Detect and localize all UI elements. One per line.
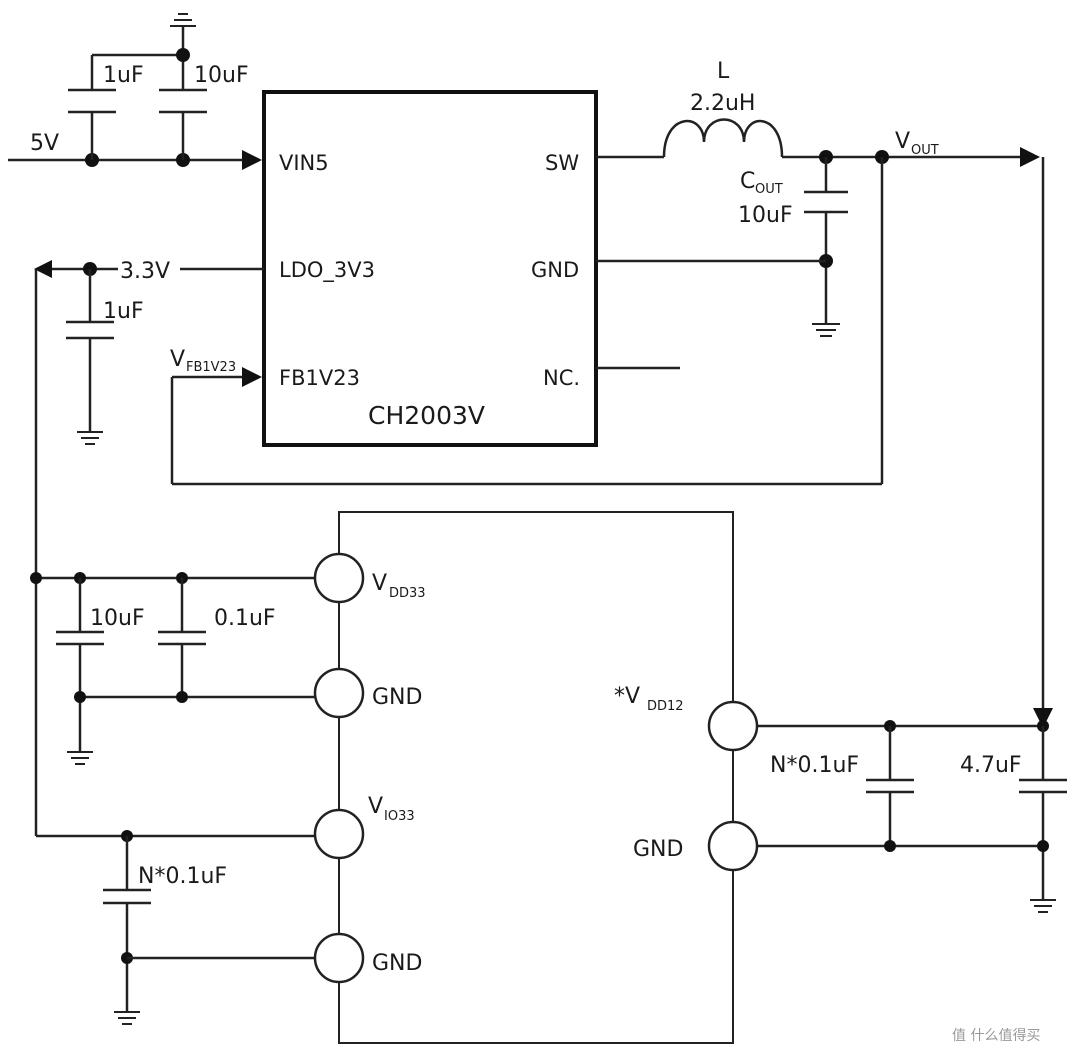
pad-vio33: [313, 808, 365, 860]
pad-gnd-2: [313, 932, 365, 984]
vfb-label-sub: FB1V23: [186, 360, 236, 375]
vdd12-cap-n01uf: N*0.1uF: [770, 753, 859, 778]
vdd12-cap-47uf: 4.7uF: [960, 753, 1022, 778]
vdd33-label-sub: DD33: [389, 586, 426, 601]
input-cap-10uf: 10uF: [194, 63, 249, 88]
vdd12-network: [757, 720, 1067, 913]
vio33-cap: N*0.1uF: [138, 864, 227, 889]
vout-arrow: [1020, 147, 1040, 167]
vin5-arrow: [242, 150, 262, 170]
watermark: 值 什么值得买: [952, 1027, 1040, 1044]
cout-label: C: [740, 169, 755, 194]
cout-value: 10uF: [738, 203, 793, 228]
pad-vdd33: [313, 552, 365, 604]
vfb-label: V: [170, 347, 185, 372]
pin-gnd: GND: [531, 258, 579, 282]
ldo-voltage-label: 3.3V: [120, 259, 170, 284]
soc-right-pads: [707, 700, 759, 872]
cout-label-sub: OUT: [755, 182, 783, 197]
vio33-network: [36, 830, 315, 1025]
pad-vdd12: [707, 700, 759, 752]
pin-nc: NC.: [543, 366, 580, 390]
gnd-label-3: GND: [633, 837, 683, 862]
input-cap-1uf: 1uF: [103, 63, 144, 88]
inductor-name: L: [717, 59, 730, 84]
output-network: [170, 118, 1053, 728]
gnd-label-1: GND: [372, 685, 422, 710]
inductor-l: [662, 118, 784, 158]
gnd-label-2: GND: [372, 951, 422, 976]
pin-vin5: VIN5: [279, 151, 329, 175]
chip-name: CH2003V: [368, 401, 485, 430]
vdd33-label: V: [372, 571, 387, 596]
vio33-label: V: [368, 794, 383, 819]
input-voltage-label: 5V: [30, 131, 59, 156]
vdd33-cap-10uf: 10uF: [90, 606, 145, 631]
pad-gnd-3: [707, 820, 759, 872]
vdd12-arrow: [1033, 708, 1053, 728]
vdd12-label-sub: DD12: [647, 699, 684, 714]
soc-block: [338, 511, 734, 1044]
pin-fb1v23: FB1V23: [279, 366, 360, 390]
pin-ldo-3v3: LDO_3V3: [279, 258, 375, 283]
ldo-arrow: [34, 260, 52, 278]
soc-left-pads: [313, 552, 365, 984]
vout-label: V: [895, 129, 910, 154]
ch2003v-chip: [262, 90, 598, 447]
input-network: [8, 13, 262, 170]
vdd33-network: [30, 572, 315, 765]
vdd33-cap-01uf: 0.1uF: [214, 606, 276, 631]
pin-sw: SW: [545, 151, 579, 175]
vout-label-sub: OUT: [911, 143, 939, 158]
feedback-arrow: [242, 367, 262, 387]
vdd12-label: *V: [614, 684, 640, 709]
vio33-label-sub: IO33: [384, 809, 415, 824]
pad-gnd-1: [313, 667, 365, 719]
ldo-cap-1uf: 1uF: [103, 299, 144, 324]
inductor-value: 2.2uH: [690, 91, 755, 116]
ldo-network: [34, 260, 264, 836]
